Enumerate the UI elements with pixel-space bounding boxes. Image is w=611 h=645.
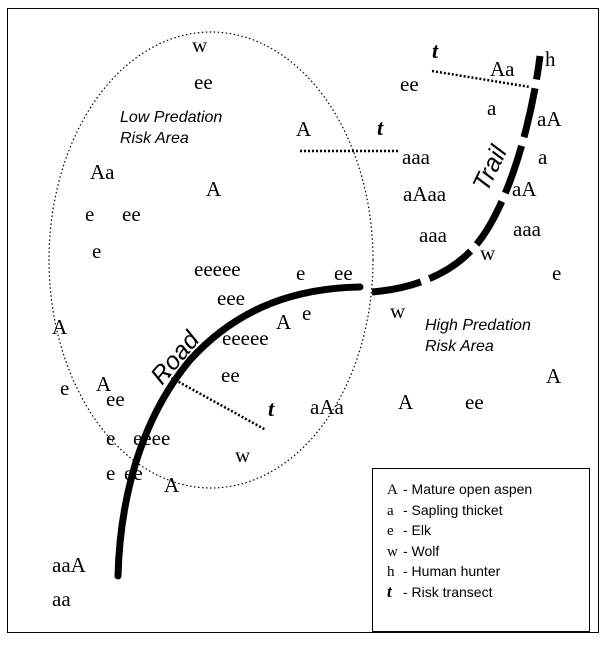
legend-label: - Sapling thicket (403, 501, 503, 518)
legend-item-aspen: A - Mature open aspen (387, 479, 589, 500)
low-predation-label: Risk Area (120, 130, 189, 147)
wolf-marker: w (480, 241, 496, 265)
wolf-marker: w (235, 443, 251, 467)
risk-transect-top (431, 69, 531, 89)
aspen-marker: aA (512, 177, 537, 201)
legend-item-transect: t - Risk transect (387, 582, 589, 603)
elk-marker: ee (124, 461, 143, 485)
elk-marker: eeeee (194, 257, 241, 281)
elk-marker: ee (106, 387, 125, 411)
elk-marker: e (106, 426, 115, 450)
legend-symbol: w (387, 543, 398, 560)
aspen-marker: A (296, 117, 312, 141)
aspen-marker: aAa (310, 395, 344, 419)
legend: A- Mature open aspen a- Sapling thicket … (372, 468, 590, 632)
legend-label: - Human hunter (403, 563, 501, 579)
diagram-frame (7, 8, 599, 633)
elk-marker: e (552, 261, 561, 285)
aspen-marker: Aa (90, 160, 115, 184)
elk-marker: ee (221, 363, 240, 387)
elk-marker: ee (400, 72, 419, 96)
elk-marker: e (60, 376, 69, 400)
aspen-marker: A (96, 372, 112, 396)
elk-marker: ee (465, 390, 484, 414)
elk-marker: e (296, 261, 305, 285)
elk-marker: e (92, 239, 101, 263)
aspen-marker: aAaa (403, 182, 447, 206)
aspen-marker: aA (537, 107, 562, 131)
transect-symbol: t (377, 115, 384, 140)
aspen-marker: A (398, 390, 414, 414)
elk-marker: eeeee (222, 326, 269, 350)
elk-marker: ee (194, 70, 213, 94)
low-predation-ellipse (48, 31, 374, 489)
elk-marker: eee (217, 286, 245, 310)
elk-marker: eeee (133, 426, 170, 450)
aspen-marker: A (276, 310, 292, 334)
legend-label: - Wolf (403, 542, 440, 559)
elk-marker: e (106, 461, 115, 485)
legend-symbol: e (387, 523, 394, 539)
aspen-marker: A (52, 315, 68, 339)
legend-item-hunter: h - Human hunter (387, 561, 589, 582)
sapling-marker: aa (52, 587, 71, 611)
high-predation-label: High Predation (425, 317, 531, 334)
sapling-marker: aaa (513, 217, 542, 241)
wolf-marker: w (192, 33, 208, 57)
transect-symbol: t (432, 38, 439, 63)
legend-item-sapling: a - Sapling thicket (387, 500, 589, 521)
high-predation-label: Risk Area (425, 338, 494, 355)
legend-symbol: A (387, 482, 398, 498)
legend-label: - Elk (403, 522, 431, 538)
wolf-marker: w (390, 299, 406, 323)
sapling-marker: aaa (402, 145, 431, 169)
legend-label: - Risk transect (403, 583, 493, 600)
sapling-marker: a (538, 145, 548, 169)
aspen-marker: A (164, 473, 180, 497)
aspen-marker: A (206, 177, 222, 201)
risk-transect-road (167, 374, 267, 432)
hunter-marker: h (545, 47, 556, 71)
road-path (114, 283, 364, 580)
elk-marker: ee (122, 202, 141, 226)
aspen-marker: Aa (490, 57, 515, 81)
legend-symbol: h (387, 564, 395, 580)
trail-path (371, 55, 544, 296)
legend-symbol: a (387, 502, 394, 519)
aspen-marker: aaA (52, 553, 87, 577)
legend-item-wolf: w - Wolf (387, 541, 589, 562)
elk-marker: ee (334, 261, 353, 285)
elk-marker: e (302, 301, 311, 325)
legend-label: - Mature open aspen (403, 481, 533, 497)
elk-marker: e (85, 202, 94, 226)
legend-symbol: t (387, 581, 392, 601)
sapling-marker: a (487, 96, 497, 120)
aspen-marker: A (546, 364, 562, 388)
transect-symbol: t (268, 396, 275, 421)
legend-item-elk: e - Elk (387, 520, 589, 541)
sapling-marker: aaa (419, 223, 448, 247)
low-predation-label: Low Predation (120, 109, 222, 126)
